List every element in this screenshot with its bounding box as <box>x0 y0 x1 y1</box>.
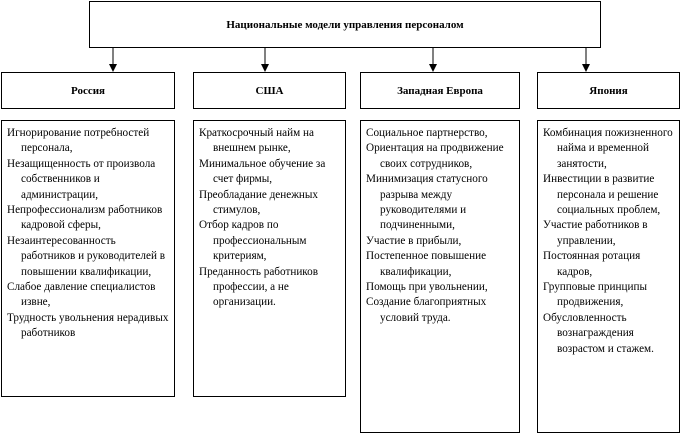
list-item: Групповые принципы продвижения, <box>543 281 647 309</box>
list-item: Слабое давление специалистов извне, <box>7 281 156 309</box>
list-item: Непрофессионализм работников кадровой сф… <box>7 204 163 232</box>
content-russia: Игнорирование потребностей персонала, Не… <box>1 120 175 397</box>
list-item: Минимизация статусного разрыва между рук… <box>366 173 488 232</box>
list-item: Минимальное обучение за счет фирмы, <box>199 157 326 186</box>
list-item: Участие в прибыли, <box>366 234 462 247</box>
list-item: Незаинтересованность работников и руково… <box>7 234 166 278</box>
header-western-europe: Западная Европа <box>360 72 520 109</box>
content-western-europe: Социальное партнерство, Ориентация на пр… <box>360 120 520 433</box>
list-item: Обусловленность вознаграждения возрастом… <box>543 311 654 355</box>
list-item: Постоянная ротация кадров, <box>543 250 641 278</box>
list-item: Ориентация на продвижение своих сотрудни… <box>366 142 504 170</box>
list-item: Краткосрочный найм на внешнем рынке, <box>199 127 314 155</box>
list-item: Социальное партнерство, <box>366 127 488 139</box>
list-item: Преобладание денежных стимулов, <box>199 188 319 217</box>
list-item: Преданность работников профессии, а не о… <box>199 265 319 309</box>
list-item: Незащищенность от произвола собственнико… <box>7 157 156 201</box>
list-item: Отбор кадров по профессиональным критери… <box>199 219 307 263</box>
diagram-title: Национальные модели управления персонало… <box>89 1 601 48</box>
content-usa: Краткосрочный найм на внешнем рынке, Мин… <box>193 120 346 397</box>
content-japan: Комбинация пожизненного найма и временно… <box>537 120 680 433</box>
list-item: Помощь при увольнении, <box>366 281 488 294</box>
header-russia: Россия <box>1 72 175 109</box>
list-item: Постепенное повышение квалификации, <box>366 250 487 278</box>
list-item: Инвестиции в развитие персонала и решени… <box>543 173 661 217</box>
list-item: Комбинация пожизненного найма и временно… <box>543 127 673 170</box>
header-usa: США <box>193 72 346 109</box>
list-item: Трудность увольнения нерадивых работнико… <box>7 311 169 340</box>
list-item: Участие работников в управлении, <box>543 219 648 247</box>
list-item: Создание благоприятных условий труда. <box>366 296 487 324</box>
header-japan: Япония <box>537 72 680 109</box>
list-item: Игнорирование потребностей персонала, <box>7 127 150 155</box>
